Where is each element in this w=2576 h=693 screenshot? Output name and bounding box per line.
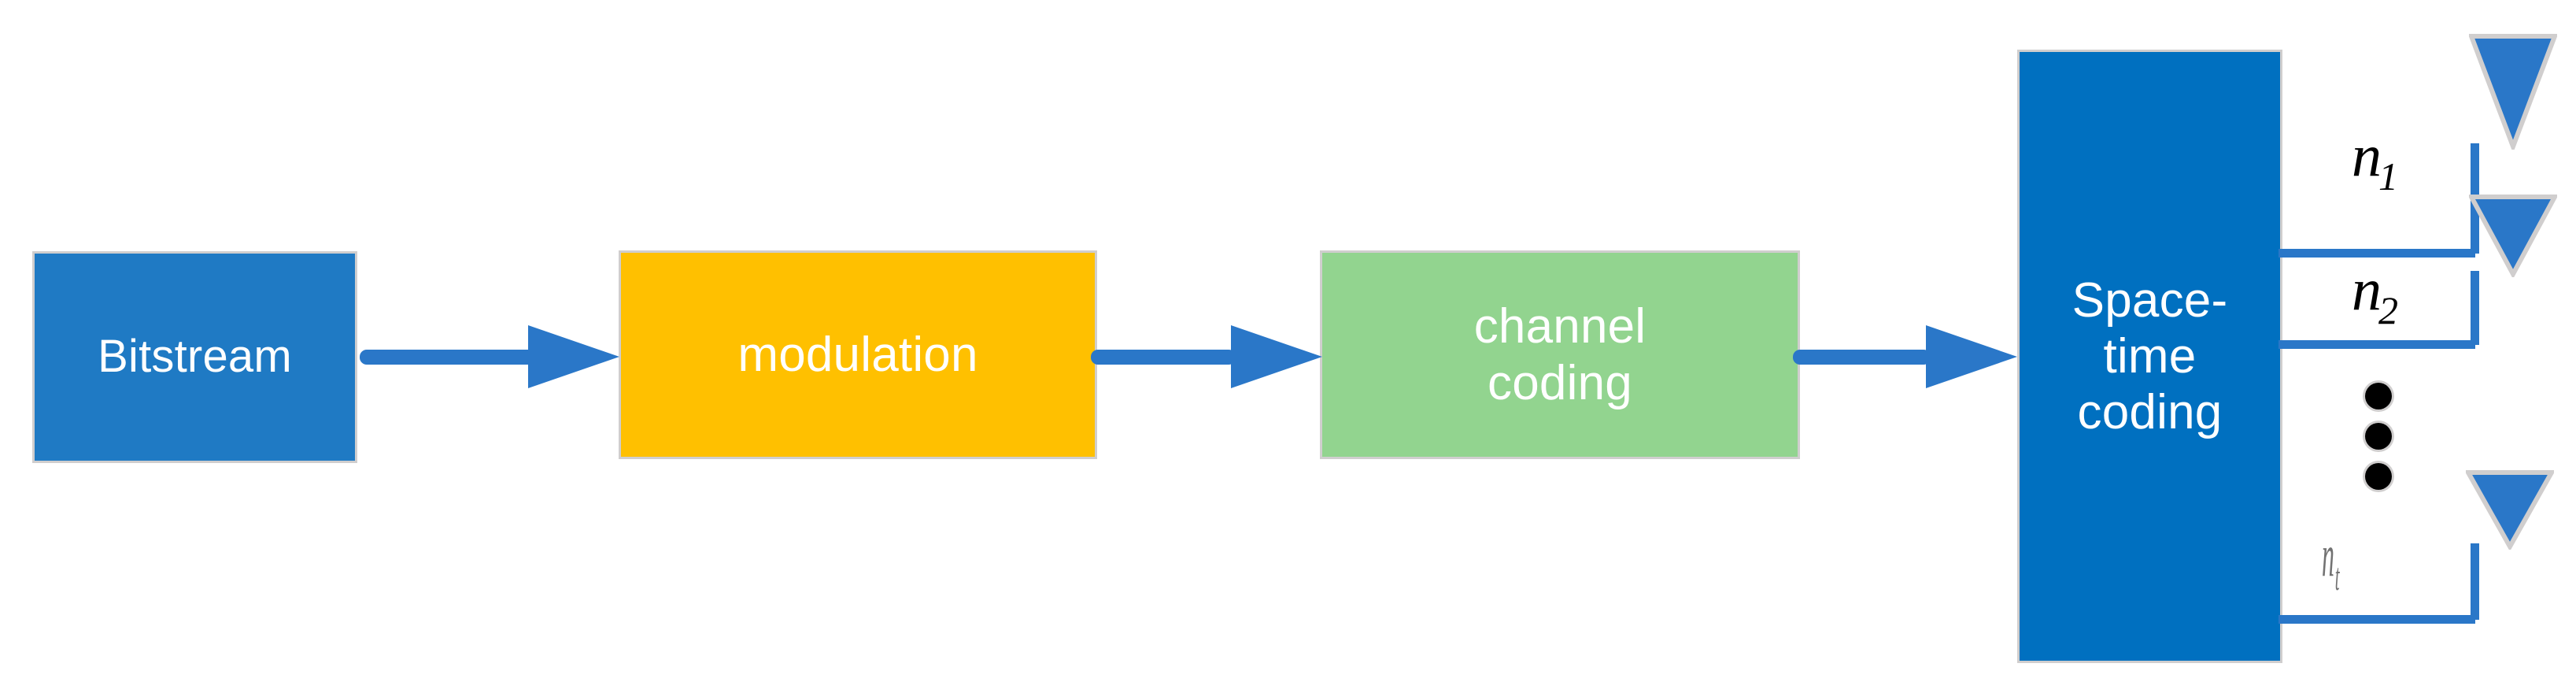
antenna-2-icon — [2469, 194, 2557, 277]
block-bitstream-label: Bitstream — [98, 331, 292, 383]
antenna-2-feedstem — [2471, 271, 2479, 345]
block-channel-coding-line2: coding — [1488, 355, 1632, 410]
block-space-time-coding-line1: Space- — [2072, 272, 2228, 328]
antenna-1-feedline — [2278, 249, 2475, 258]
arrow-head-right-icon — [528, 325, 619, 388]
antenna-3-label-subscript: t — [2334, 554, 2342, 599]
antenna-1-icon — [2469, 33, 2557, 150]
block-space-time-coding-label: Space- time coding — [2072, 272, 2228, 441]
arrow-head-right-icon — [1231, 325, 1322, 388]
block-channel-coding[interactable]: channel coding — [1320, 250, 1800, 459]
antenna-1-label-subscript: 1 — [2378, 154, 2398, 199]
block-modulation-label: modulation — [737, 327, 978, 382]
block-space-time-coding-line2: time — [2103, 328, 2197, 384]
antenna-3-feedline — [2278, 615, 2475, 624]
ellipsis-dot — [2365, 423, 2392, 450]
arrow-bitstream-to-modulation — [360, 325, 619, 388]
block-space-time-coding[interactable]: Space- time coding — [2017, 50, 2282, 663]
antenna-1-label-base: n — [2352, 123, 2382, 189]
antenna-2-label: n2 — [2352, 257, 2401, 330]
ellipsis-dot — [2365, 463, 2392, 490]
block-channel-coding-label: channel coding — [1474, 298, 1646, 411]
arrow-shaft — [1793, 350, 1931, 365]
antenna-2-label-base: n — [2352, 257, 2382, 323]
antenna-3-label-base: n — [2322, 523, 2337, 589]
block-bitstream[interactable]: Bitstream — [32, 251, 357, 463]
arrow-shaft — [360, 350, 537, 365]
antenna-2-feedline — [2278, 340, 2475, 349]
ellipsis-dot — [2365, 383, 2392, 410]
block-space-time-coding-line3: coding — [2077, 385, 2223, 440]
arrow-head-right-icon — [1926, 325, 2017, 388]
antenna-3-icon — [2466, 469, 2554, 550]
block-channel-coding-line1: channel — [1473, 299, 1646, 354]
vertical-ellipsis-icon — [2365, 383, 2393, 490]
antenna-3-feedstem — [2471, 543, 2479, 620]
arrow-modulation-to-channel-coding — [1091, 325, 1322, 388]
arrow-shaft — [1091, 350, 1236, 365]
arrow-channel-coding-to-space-time-coding — [1793, 325, 2017, 388]
block-modulation[interactable]: modulation — [619, 250, 1097, 459]
antenna-2-label-subscript: 2 — [2378, 288, 2398, 333]
antenna-3-label: nt — [2322, 523, 2343, 596]
antenna-1-label: n1 — [2352, 123, 2401, 196]
